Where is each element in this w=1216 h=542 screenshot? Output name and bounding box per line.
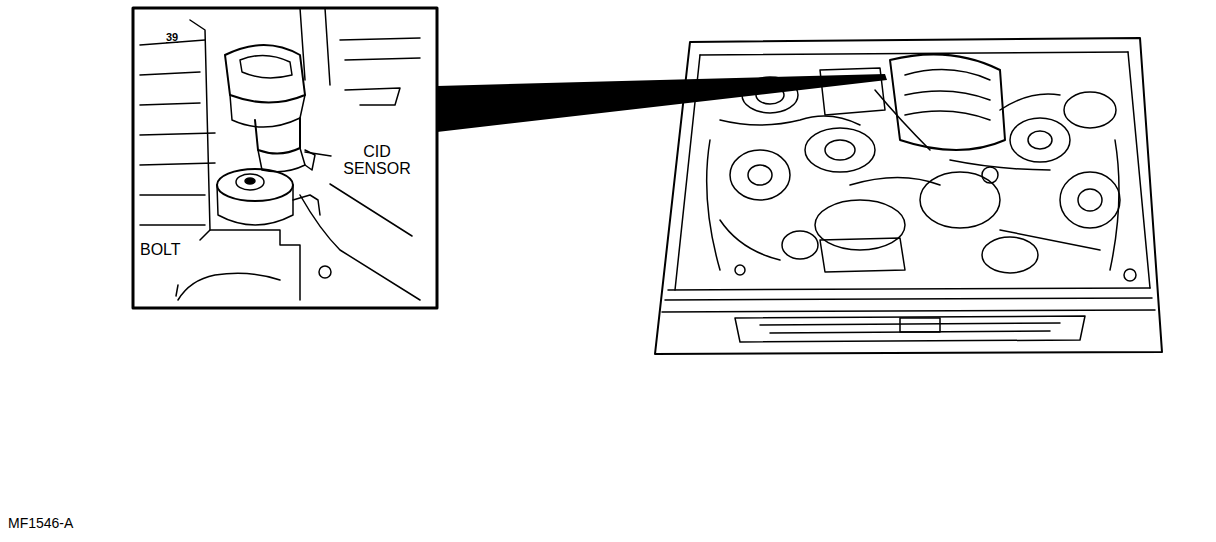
- callout-wedge: [437, 74, 887, 132]
- part-label: CID SENSOR: [334, 143, 420, 177]
- engine-bay: [655, 38, 1162, 354]
- figure-code: MF1546-A: [8, 514, 128, 532]
- callout-number: 39: [166, 28, 196, 46]
- inset-detail: [140, 8, 420, 300]
- leader-line: [305, 152, 331, 156]
- leader-line: [176, 285, 178, 296]
- inset-frame: [133, 8, 437, 308]
- leader-line: [330, 184, 412, 236]
- part-label: BOLT: [140, 241, 200, 259]
